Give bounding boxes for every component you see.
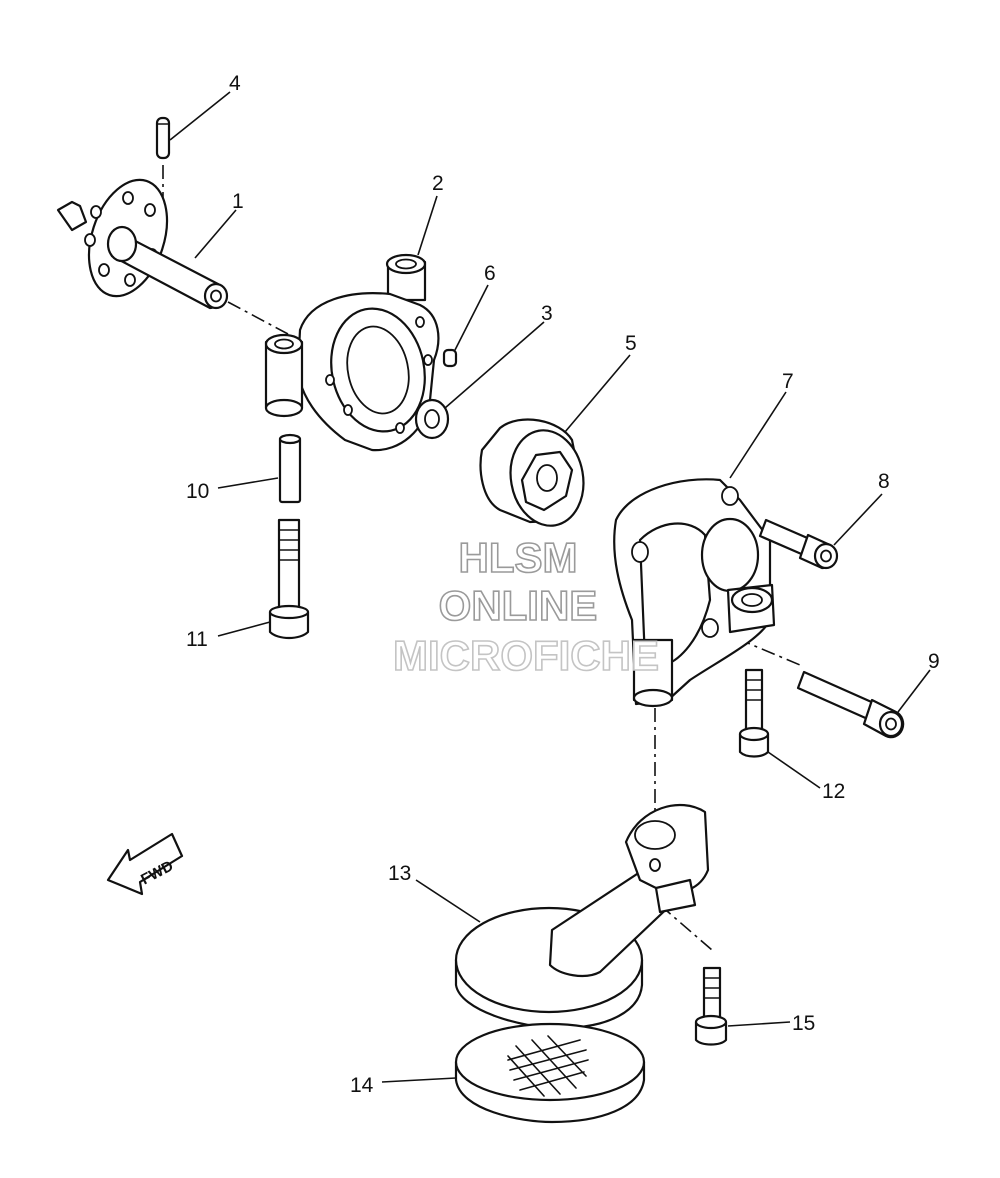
part-5-rotor <box>479 418 585 527</box>
fwd-arrow-icon: FWD <box>106 832 184 896</box>
callout-3: 3 <box>541 302 553 325</box>
leader-6 <box>454 284 489 351</box>
leader-1 <box>194 209 237 259</box>
callout-6: 6 <box>484 262 496 285</box>
part-8-bolt <box>758 518 839 570</box>
part-12-bolt <box>738 668 770 758</box>
part-11-bolt <box>268 518 310 640</box>
mesh-pattern <box>507 1035 589 1097</box>
axis-line-bolt-12 <box>711 627 801 666</box>
leader-12 <box>767 751 821 789</box>
leader-8 <box>833 493 883 546</box>
callout-11: 11 <box>186 628 208 651</box>
callout-8: 8 <box>878 470 890 493</box>
leader-7 <box>729 391 787 479</box>
part-3-washer <box>414 398 450 440</box>
part-2-pump-body <box>264 253 440 452</box>
callout-1: 1 <box>232 190 244 213</box>
callout-9: 9 <box>928 650 940 673</box>
leader-15 <box>727 1021 791 1027</box>
part-7-pump-cover <box>613 478 776 708</box>
callout-13: 13 <box>388 862 411 885</box>
leader-14 <box>381 1077 457 1083</box>
callout-14: 14 <box>350 1074 374 1097</box>
part-4-dowel-pin <box>155 116 171 160</box>
callout-7: 7 <box>782 370 794 393</box>
leader-9 <box>897 669 931 713</box>
leader-4 <box>169 91 231 141</box>
axis-line-bolt-15 <box>659 904 713 951</box>
watermark: HLSM ONLINE MICROFICHE <box>392 533 660 680</box>
part-14-screen <box>454 1022 646 1124</box>
watermark-line-2: ONLINE <box>439 582 598 629</box>
leader-13 <box>415 879 481 923</box>
leader-5 <box>564 354 631 433</box>
leader-2 <box>417 195 438 256</box>
part-10-pipe <box>278 433 302 504</box>
watermark-line-1: HLSM <box>459 534 578 581</box>
callout-10: 10 <box>186 480 209 503</box>
callout-4: 4 <box>229 72 241 95</box>
callout-5: 5 <box>625 332 637 355</box>
part-15-bolt <box>694 966 728 1046</box>
leader-3 <box>444 321 545 409</box>
leader-11 <box>217 621 271 637</box>
callout-15: 15 <box>792 1012 815 1035</box>
part-9-long-bolt <box>796 670 905 739</box>
callout-12: 12 <box>822 780 845 803</box>
part-6-pin <box>442 348 458 368</box>
part-1-drive-shaft <box>56 178 229 310</box>
leader-10 <box>217 477 279 489</box>
watermark-line-3: MICROFICHE <box>393 632 659 679</box>
part-13-strainer-body <box>454 803 710 1030</box>
callout-2: 2 <box>432 172 444 195</box>
